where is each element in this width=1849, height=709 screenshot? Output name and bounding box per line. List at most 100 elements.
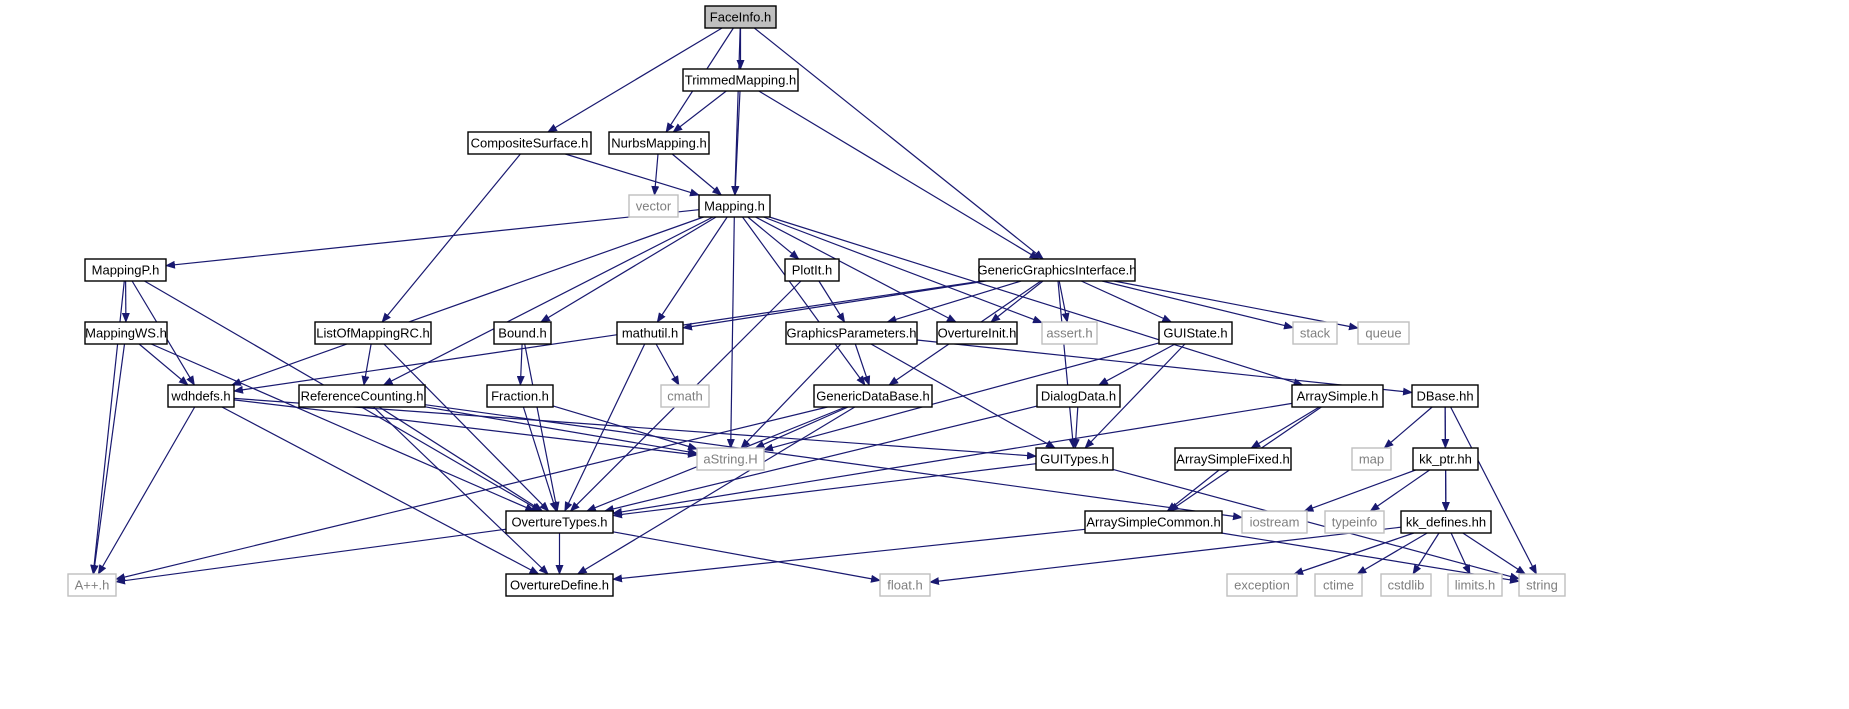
node-plotit[interactable]: PlotIt.h <box>784 258 840 282</box>
node-ctime[interactable]: ctime <box>1314 573 1363 597</box>
node-label: ListOfMappingRC.h <box>316 326 429 341</box>
edge-mapping-to-overtureinit <box>755 216 957 323</box>
edge-faceinfo-to-compositesurface <box>547 27 723 133</box>
node-overtureinit[interactable]: OvertureInit.h <box>936 321 1018 345</box>
node-limits[interactable]: limits.h <box>1447 573 1503 597</box>
node-label: OvertureTypes.h <box>511 515 607 530</box>
node-bound[interactable]: Bound.h <box>493 321 552 345</box>
node-box <box>1314 573 1363 597</box>
node-aplusplus[interactable]: A++.h <box>67 573 117 597</box>
node-label: Bound.h <box>498 326 546 341</box>
node-arraysimplecommon[interactable]: ArraySimpleCommon.h <box>1084 510 1223 534</box>
edge-genericgraphicsinterface-to-wdhdefs <box>233 280 983 394</box>
edge-genericgraphicsinterface-to-mathutil <box>682 280 986 331</box>
edge-mapping-to-assert <box>763 216 1043 324</box>
node-astring[interactable]: aString.H <box>696 447 765 471</box>
node-trimmedmapping[interactable]: TrimmedMapping.h <box>682 68 799 92</box>
node-box <box>67 573 117 597</box>
node-guitypes[interactable]: GUITypes.h <box>1035 447 1114 471</box>
edge-mapping-to-mappingp <box>165 209 700 269</box>
edge-kkdefines-to-string <box>1462 532 1527 575</box>
node-box <box>698 194 771 218</box>
edge-referencecounting-to-astring <box>424 406 698 456</box>
edge-overturetypes-to-float <box>612 531 881 583</box>
node-nurbsmapping[interactable]: NurbsMapping.h <box>608 131 710 155</box>
node-label: queue <box>1365 326 1401 341</box>
edge-dialogdata-to-guitypes <box>1071 406 1080 449</box>
node-box <box>608 131 710 155</box>
node-genericgraphicsinterface[interactable]: GenericGraphicsInterface.h <box>978 258 1137 282</box>
node-label: ArraySimpleCommon.h <box>1086 515 1220 530</box>
node-label: cstdlib <box>1388 578 1425 593</box>
node-vector[interactable]: vector <box>628 194 679 218</box>
node-box <box>505 573 614 597</box>
node-label: wdhdefs.h <box>170 389 230 404</box>
edge-kkptr-to-iostream <box>1303 469 1416 512</box>
node-label: DialogData.h <box>1041 389 1116 404</box>
node-genericdatabase[interactable]: GenericDataBase.h <box>813 384 933 408</box>
edge-graphicsparameters-to-astring <box>740 343 842 449</box>
edge-guistate-to-guitypes <box>1084 343 1186 449</box>
edge-faceinfo-to-genericgraphicsinterface <box>753 27 1044 260</box>
edge-guistate-to-dialogdata <box>1098 343 1176 386</box>
node-dbase[interactable]: DBase.hh <box>1411 384 1479 408</box>
node-kkptr[interactable]: kk_ptr.hh <box>1412 447 1479 471</box>
node-typeinfo[interactable]: typeinfo <box>1324 510 1385 534</box>
edge-genericgraphicsinterface-to-guistate <box>1080 280 1173 323</box>
node-label: iostream <box>1250 515 1300 530</box>
node-label: GenericDataBase.h <box>816 389 929 404</box>
node-label: CompositeSurface.h <box>471 136 589 151</box>
node-label: cmath <box>667 389 702 404</box>
node-string[interactable]: string <box>1518 573 1566 597</box>
node-box <box>1357 321 1410 345</box>
node-box <box>936 321 1018 345</box>
node-arraysimple[interactable]: ArraySimple.h <box>1291 384 1384 408</box>
node-label: Mapping.h <box>704 199 765 214</box>
edge-dbase-to-string <box>1450 406 1537 575</box>
node-box <box>1412 447 1479 471</box>
node-box <box>84 258 167 282</box>
node-stack[interactable]: stack <box>1292 321 1338 345</box>
edge-graphicsparameters-to-dbase <box>916 339 1413 396</box>
node-box <box>682 68 799 92</box>
node-assert[interactable]: assert.h <box>1041 321 1098 345</box>
node-label: MappingP.h <box>92 263 160 278</box>
node-faceinfo[interactable]: FaceInfo.h <box>704 5 777 29</box>
edge-guistate-to-astring <box>763 342 1160 452</box>
node-mappingws[interactable]: MappingWS.h <box>84 321 168 345</box>
node-kkdefines[interactable]: kk_defines.hh <box>1400 510 1492 534</box>
node-box <box>978 258 1136 282</box>
node-map[interactable]: map <box>1351 447 1392 471</box>
node-label: OvertureDefine.h <box>510 578 609 593</box>
edge-wdhdefs-to-guitypes <box>233 397 1037 460</box>
node-fraction[interactable]: Fraction.h <box>486 384 554 408</box>
edge-plotit-to-graphicsparameters <box>818 280 846 323</box>
node-wdhdefs[interactable]: wdhdefs.h <box>167 384 235 408</box>
node-mapping[interactable]: Mapping.h <box>698 194 771 218</box>
edge-mapping-to-astring <box>726 216 735 449</box>
edge-genericdatabase-to-astring <box>754 406 849 449</box>
node-queue[interactable]: queue <box>1357 321 1410 345</box>
node-overturedefine[interactable]: OvertureDefine.h <box>505 573 614 597</box>
node-overturetypes[interactable]: OvertureTypes.h <box>505 510 614 534</box>
node-float[interactable]: float.h <box>879 573 931 597</box>
node-label: assert.h <box>1046 326 1092 341</box>
node-label: TrimmedMapping.h <box>685 73 797 88</box>
node-referencecounting[interactable]: ReferenceCounting.h <box>298 384 426 408</box>
edge-referencecounting-to-overturetypes <box>378 406 544 512</box>
node-box <box>1226 573 1298 597</box>
node-dialogdata[interactable]: DialogData.h <box>1036 384 1121 408</box>
node-guistate[interactable]: GUIState.h <box>1158 321 1233 345</box>
node-cstdlib[interactable]: cstdlib <box>1380 573 1432 597</box>
node-iostream[interactable]: iostream <box>1241 510 1308 534</box>
node-cmath[interactable]: cmath <box>660 384 710 408</box>
node-graphicsparameters[interactable]: GraphicsParameters.h <box>785 321 918 345</box>
node-mathutil[interactable]: mathutil.h <box>616 321 684 345</box>
node-arraysimplefixed[interactable]: ArraySimpleFixed.h <box>1174 447 1292 471</box>
node-compositesurface[interactable]: CompositeSurface.h <box>467 131 592 155</box>
node-listofmappingrc[interactable]: ListOfMappingRC.h <box>314 321 432 345</box>
node-exception[interactable]: exception <box>1226 573 1298 597</box>
node-box <box>1035 447 1114 471</box>
edge-bound-to-fraction <box>516 343 525 386</box>
node-mappingp[interactable]: MappingP.h <box>84 258 167 282</box>
